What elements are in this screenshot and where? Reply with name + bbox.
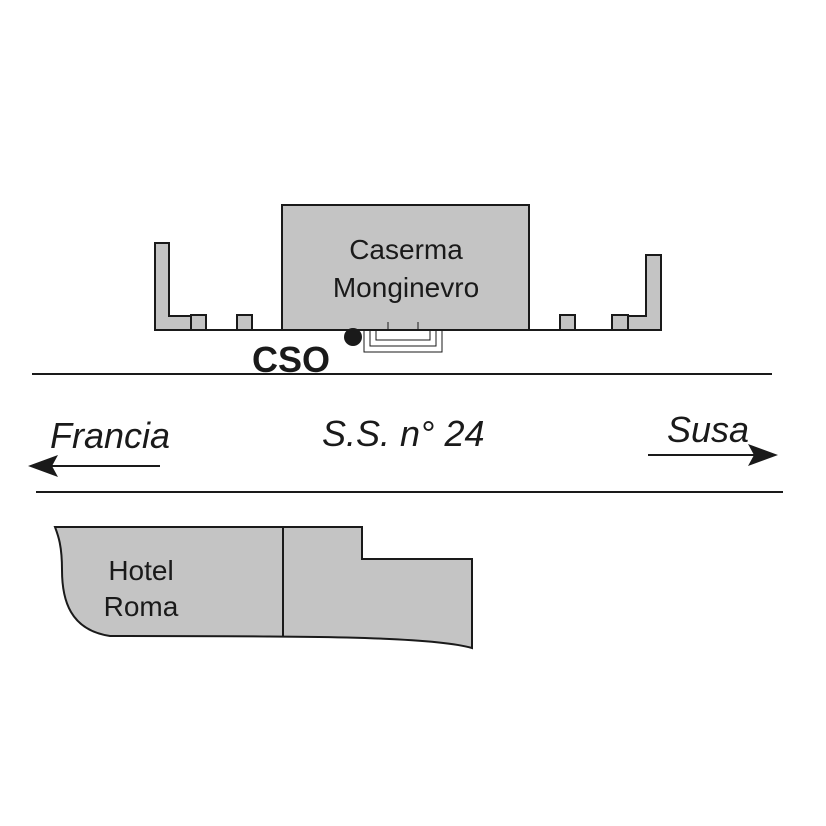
wall-post [611, 314, 629, 331]
wall-post [559, 314, 576, 331]
cso-marker-dot [344, 328, 362, 346]
direction-right-label: Susa [667, 409, 749, 450]
caserma-label-line2: Monginevro [333, 272, 479, 303]
arrow-right-icon [648, 444, 778, 466]
compound-wall [154, 242, 662, 331]
right-wall [627, 254, 662, 331]
caserma-label-line1: Caserma [349, 234, 463, 265]
arrow-left-icon [28, 455, 160, 477]
caserma-building [281, 204, 530, 331]
left-wall [154, 242, 192, 331]
direction-left-label: Francia [50, 415, 170, 456]
entrance-steps [363, 322, 443, 353]
road-name-label: S.S. n° 24 [322, 413, 485, 454]
hotel-label-line2: Roma [104, 591, 179, 622]
hotel-label-line1: Hotel [108, 555, 173, 586]
hotel-roma-building [53, 526, 473, 650]
wall-post [190, 314, 207, 331]
wall-post [236, 314, 253, 331]
